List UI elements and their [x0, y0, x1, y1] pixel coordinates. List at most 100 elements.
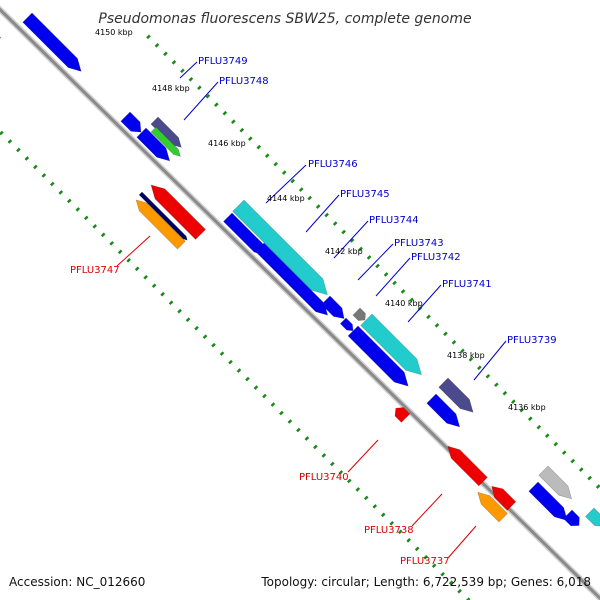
orange-3737-gene-arrow[interactable] [474, 488, 508, 523]
tick-dot [205, 93, 211, 99]
red-3740-gene-arrow[interactable] [392, 404, 411, 423]
cyan-bottom-gene-arrow[interactable] [585, 507, 600, 531]
tick-dot [279, 410, 284, 416]
tick-dot [197, 85, 202, 91]
gene-label[interactable]: PFLU3747 [70, 265, 120, 276]
tick-dot [406, 538, 411, 543]
tick-dot [313, 444, 318, 450]
tick-dot [270, 402, 276, 407]
blue-outer-b-gene-arrow[interactable] [255, 242, 332, 319]
blue-3741-gene-arrow[interactable] [347, 325, 413, 391]
tick-label: 4148 kbp [152, 84, 190, 93]
tick-dot [544, 433, 550, 438]
gray-bottom-gene-arrow[interactable] [538, 465, 576, 503]
blue-bottom-a-gene-arrow[interactable] [528, 481, 572, 525]
tick-dot [171, 60, 177, 65]
tick-dot [358, 246, 363, 252]
red-3738-gene-arrow[interactable] [444, 442, 488, 487]
gene-label[interactable]: PFLU3740 [299, 472, 349, 483]
red-corner-gene-arrow[interactable] [0, 25, 2, 46]
callout-line [179, 61, 198, 79]
tick-dot [109, 241, 114, 246]
tick-dot [307, 195, 312, 201]
navy-3747-gene-arrow[interactable] [138, 191, 188, 241]
cyan-3742-gene-arrow[interactable] [360, 313, 427, 380]
tick-dot [247, 136, 253, 141]
callout-line [116, 235, 151, 267]
tick-dot [163, 51, 168, 57]
gray-3743-gene-arrow[interactable] [352, 307, 369, 324]
blue-bottom-b-gene-arrow[interactable] [563, 509, 584, 530]
figure-title: Pseudomonas fluorescens SBW25, complete … [98, 11, 471, 27]
tick-dot [372, 504, 378, 509]
purple-3749-gene-arrow[interactable] [150, 116, 185, 151]
gene-labels: PFLU3749 PFLU3748 PFLU3746 PFLU3745 PFLU… [70, 56, 557, 567]
gene-label[interactable]: PFLU3739 [507, 335, 557, 346]
tick-dot [485, 373, 491, 379]
tick-label: 4146 kbp [208, 139, 246, 148]
tick-dot [423, 554, 428, 560]
tick-dot [570, 458, 576, 464]
red-3747-gene-arrow[interactable] [146, 180, 206, 240]
gene-label[interactable]: PFLU3744 [369, 215, 419, 226]
callout-line [407, 284, 442, 323]
callout-line [305, 194, 340, 233]
red-3738-b-gene-arrow[interactable] [488, 482, 517, 511]
tick-dot [477, 365, 482, 371]
purple-3739-gene-arrow[interactable] [438, 377, 478, 417]
cyan-3746-gene-arrow[interactable] [232, 199, 333, 300]
tick-dot [273, 161, 279, 167]
tick-dot [443, 331, 448, 337]
gene-label[interactable]: PFLU3746 [308, 159, 358, 170]
blue-3743-gene-arrow[interactable] [339, 317, 356, 334]
tick-dot [50, 181, 55, 187]
tick-dot [383, 272, 389, 277]
tick-dot [457, 588, 462, 594]
tick-dot [468, 356, 474, 362]
tick-dot [194, 325, 199, 331]
gene-label[interactable]: PFLU3743 [394, 238, 444, 249]
genome-summary-text: Topology: circular; Length: 6,722,539 bp… [260, 575, 591, 589]
tick-dot [219, 351, 225, 356]
tick-dot [126, 257, 131, 263]
tick-dot [143, 274, 148, 280]
gene-label[interactable]: PFLU3742 [411, 252, 461, 263]
tick-dot [321, 453, 327, 458]
gene-label[interactable]: PFLU3748 [219, 76, 269, 87]
blue-small-b-gene-arrow[interactable] [136, 127, 174, 165]
tick-dot [245, 376, 250, 382]
blue-small-a-gene-arrow[interactable] [120, 111, 146, 137]
gene-label[interactable]: PFLU3745 [340, 189, 390, 200]
blue-top-left-gene-arrow[interactable] [22, 12, 86, 76]
tick-dot [177, 308, 182, 314]
tick-dot [256, 144, 262, 150]
blue-3744-gene-arrow[interactable] [321, 295, 349, 323]
tick-dot [363, 495, 369, 501]
tick-dot [431, 563, 437, 569]
tick-dot [553, 441, 559, 447]
tick-label: 4138 kbp [447, 351, 485, 360]
tick-dot [16, 147, 21, 153]
green-3748-gene-arrow[interactable] [150, 126, 183, 159]
tick-dot [236, 368, 242, 373]
tick-dot [83, 215, 89, 221]
gene-label[interactable]: PFLU3741 [442, 279, 492, 290]
callout-line [375, 257, 411, 297]
callout-line [447, 525, 477, 559]
callout-line [265, 164, 307, 204]
tick-dot [332, 221, 338, 226]
tick-dot [290, 178, 296, 184]
gene-label[interactable]: PFLU3737 [400, 556, 450, 567]
tick-dot [389, 521, 395, 526]
blue-3739-gene-arrow[interactable] [426, 393, 464, 431]
tick-dot [117, 249, 123, 255]
gene-label[interactable]: PFLU3738 [364, 525, 414, 536]
gene-label[interactable]: PFLU3749 [198, 56, 248, 67]
tick-dot [202, 334, 208, 339]
orange-3747-gene-arrow[interactable] [132, 196, 186, 250]
callout-line [183, 81, 219, 121]
tick-dot [188, 76, 194, 82]
tick-dot [366, 255, 372, 260]
tick-dot [409, 297, 414, 303]
